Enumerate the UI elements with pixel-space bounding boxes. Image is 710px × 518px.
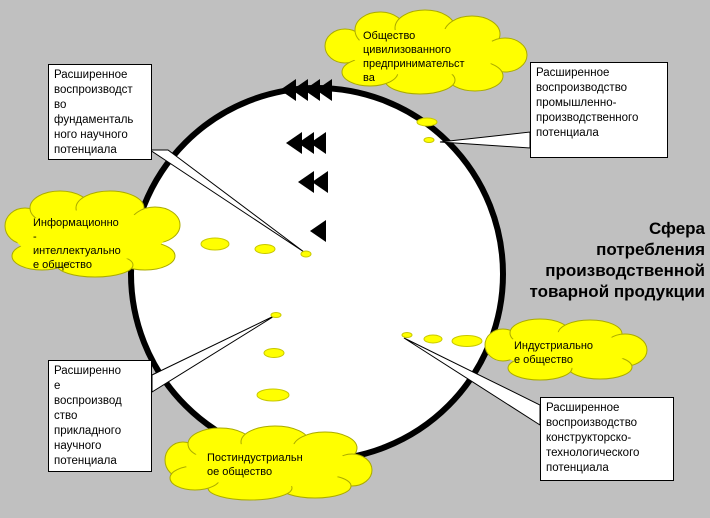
point-ellipse: [254, 244, 276, 254]
point-ellipse: [401, 332, 413, 338]
arrow-icon: [286, 132, 302, 154]
arrow-icon: [292, 79, 308, 101]
cloud-information-label: Информационно - интеллектуально е общест…: [33, 217, 121, 271]
point-ellipse: [270, 312, 282, 318]
callout-fundamental: Расширенное воспроизводст во фундаментал…: [48, 64, 152, 160]
point-ellipse: [423, 334, 443, 344]
cloud-information: [4, 190, 181, 278]
cloud-industrial: [484, 318, 648, 381]
pointer-applied: [151, 314, 277, 393]
arrow-icon: [316, 79, 332, 101]
callout-pointers: [148, 131, 541, 426]
arrow-icon: [298, 132, 314, 154]
arrow-icon: [312, 171, 328, 193]
cloud-industrial-label: Индустриально е общество: [514, 340, 594, 366]
pointer-fundamental: [148, 149, 305, 253]
arrow-icon: [304, 79, 320, 101]
cloud-entrepreneurship-label: Общество цивилизованного предприниматель…: [363, 30, 465, 84]
callout-industrial: Расширенное воспроизводство промышленно-…: [530, 62, 668, 158]
point-ellipse: [423, 137, 435, 143]
cloud-postindustrial: [164, 425, 373, 501]
point-ellipse: [451, 335, 483, 347]
sphere-title: Сфера потребления производственной товар…: [529, 219, 705, 301]
point-ellipse: [416, 117, 438, 127]
point-ellipse: [256, 388, 290, 402]
cloud-entrepreneurship: [324, 9, 528, 95]
arrow-icon: [280, 79, 296, 101]
arrow-icon: [310, 220, 326, 242]
point-ellipse: [300, 250, 312, 258]
callout-applied: Расширенно е воспроизвод ство прикладног…: [48, 360, 152, 472]
point-ellipse: [200, 237, 230, 251]
direction-arrows: [280, 79, 332, 242]
arrow-icon: [298, 171, 314, 193]
arrow-icon: [310, 132, 326, 154]
cloud-postindustrial-label: Постиндустриальн ое общество: [207, 452, 303, 478]
development-points: [200, 117, 483, 402]
callout-design: Расширенное воспроизводство конструкторс…: [540, 397, 674, 481]
point-ellipse: [263, 348, 285, 358]
